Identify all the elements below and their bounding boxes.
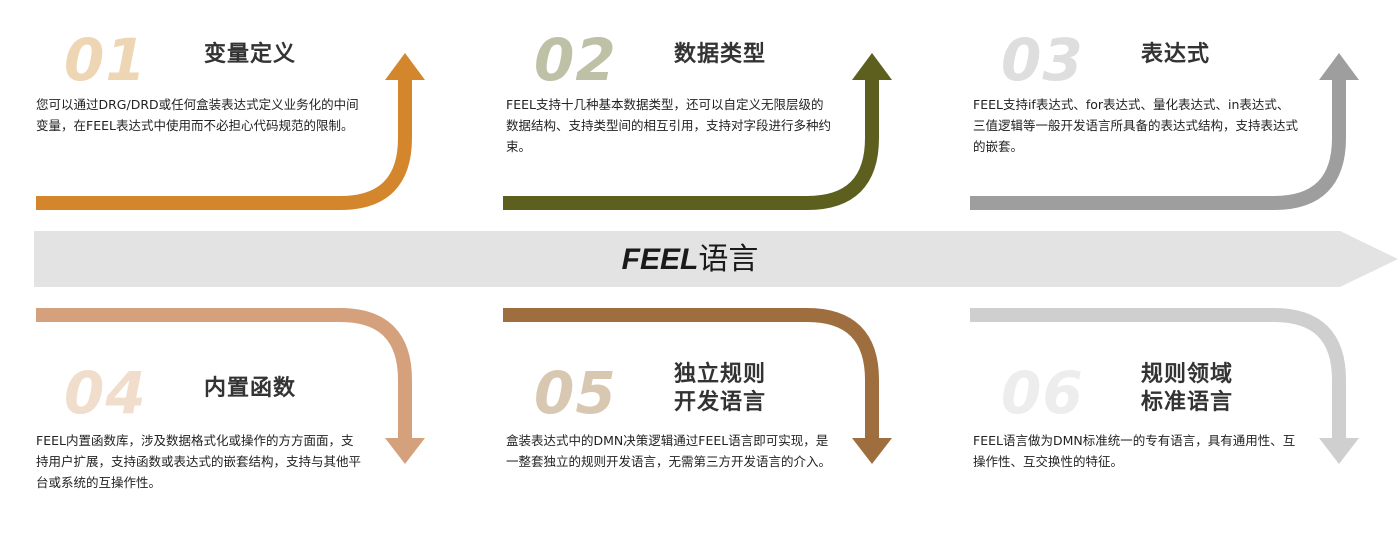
arrow-03: [970, 53, 1359, 210]
banner-label-en: FEEL: [621, 243, 699, 276]
item-title: 变量定义: [204, 42, 297, 67]
banner-label: FEEL语言: [560, 240, 820, 280]
arrow-06: [970, 308, 1359, 464]
item-description: 您可以通过DRG/DRD或任何盒装表达式定义业务化的中间变量，在FEEL表达式中…: [36, 97, 359, 133]
arrow-01: [36, 53, 425, 210]
banner-label-cn: 语言: [698, 242, 759, 277]
item-title-line-1: 独立规则: [674, 362, 767, 387]
item-card-05: 05 独立规则 开发语言 盒装表达式中的DMN决策逻辑通过FEEL语言即可实现，…: [470, 330, 910, 560]
item-description: FEEL支持十几种基本数据类型，还可以自定义无限层级的数据结构、支持类型间的相互…: [506, 97, 832, 154]
item-number: 06: [1001, 359, 1084, 427]
item-title-line-1: 规则领域: [1141, 362, 1234, 387]
item-description: FEEL内置函数库，涉及数据格式化或操作的方方面面，支持用户扩展，支持函数或表达…: [36, 433, 362, 490]
item-number: 02: [534, 26, 617, 94]
item-title-line-2: 开发语言: [674, 390, 767, 415]
item-description: FEEL支持if表达式、for表达式、量化表达式、in表达式、三值逻辑等一般开发…: [973, 97, 1299, 154]
item-number: 01: [64, 26, 147, 94]
item-card-04: 04 内置函数 FEEL内置函数库，涉及数据格式化或操作的方方面面，支持用户扩展…: [0, 330, 440, 560]
arrow-05: [503, 308, 892, 464]
item-number: 03: [1001, 26, 1084, 94]
item-title: 表达式: [1141, 42, 1211, 67]
item-title: 内置函数: [204, 376, 297, 401]
banner-arrow: [34, 231, 1398, 287]
diagram-canvas: [34, 53, 1398, 464]
item-card-02: 02 数据类型 FEEL支持十几种基本数据类型，还可以自定义无限层级的数据结构、…: [470, 0, 910, 230]
item-card-03: 03 表达式 FEEL支持if表达式、for表达式、量化表达式、in表达式、三值…: [937, 0, 1377, 230]
item-number: 05: [534, 359, 617, 427]
item-description: FEEL语言做为DMN标准统一的专有语言，具有通用性、互操作性、互交换性的特征。: [973, 433, 1296, 469]
item-card-01: 01 变量定义 您可以通过DRG/DRD或任何盒装表达式定义业务化的中间变量，在…: [0, 0, 440, 230]
item-title: 数据类型: [674, 42, 767, 67]
arrow-02: [503, 53, 892, 210]
item-card-06: 06 规则领域 标准语言 FEEL语言做为DMN标准统一的专有语言，具有通用性、…: [937, 330, 1377, 560]
item-description: 盒装表达式中的DMN决策逻辑通过FEEL语言即可实现，是一整套独立的规则开发语言…: [506, 433, 832, 469]
item-number: 04: [64, 359, 147, 427]
arrow-04: [36, 308, 425, 464]
item-title-line-2: 标准语言: [1141, 390, 1234, 415]
